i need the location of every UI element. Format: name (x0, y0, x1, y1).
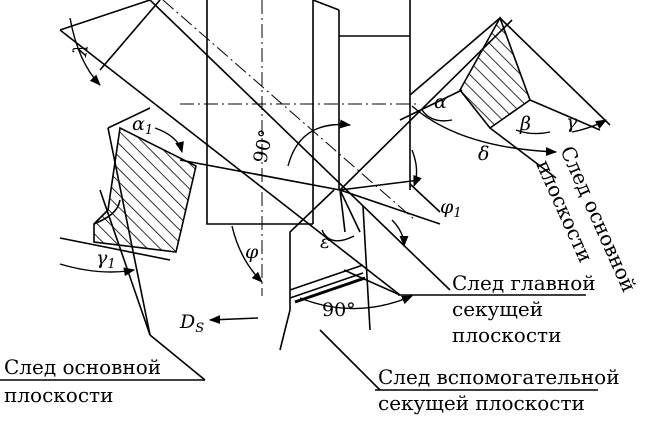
main-plane-lines (59, 0, 513, 296)
lambda-label: λ (69, 42, 93, 59)
alpha-label: α (434, 91, 447, 113)
angle-90-bottom-label: 90° (322, 299, 356, 321)
delta-arc (411, 105, 558, 157)
beta-arc (515, 129, 551, 135)
delta-label: δ (478, 143, 489, 165)
phi-label: φ (245, 241, 259, 263)
aux-plane-leader (319, 329, 381, 391)
left-section (59, 107, 197, 336)
gamma1-label: γ1 (96, 247, 116, 272)
principal-plane-leader (343, 269, 401, 296)
angle-90-top-label: 90° (249, 128, 278, 166)
epsilon-arc (321, 229, 355, 242)
beta-label: β (519, 113, 531, 135)
principal-plane-label-line1: След главной (452, 271, 596, 295)
epsilon-label: ε (320, 231, 330, 253)
gamma-label: γ (566, 111, 578, 133)
phi1-arc-lower (391, 219, 409, 248)
workpiece (180, 0, 420, 296)
auxiliary-plane-label-line1: След вспомогательной (378, 365, 620, 389)
phi-arc (231, 225, 263, 283)
main-plane-trace-label-line2: плоскости (4, 383, 113, 407)
alpha-arc (421, 109, 453, 122)
right-section (399, 16, 611, 179)
alpha1-label: α1 (132, 113, 153, 138)
phi1-arc (411, 149, 422, 188)
feed-arrow (208, 315, 259, 325)
auxiliary-plane-label-line2: секущей плоскости (378, 391, 585, 415)
tool-holder (279, 0, 411, 351)
feed-label: DS (179, 311, 204, 336)
base-plane-trace-line (149, 334, 206, 381)
alpha1-arc (154, 127, 184, 154)
gamma1-arc (59, 263, 136, 277)
principal-plane-label-line3: плоскости (452, 323, 561, 347)
phi1-label: φ1 (440, 196, 462, 221)
angle-90-top-arc (287, 119, 352, 167)
gamma-arc (571, 119, 607, 133)
lambda-arc (69, 17, 101, 86)
main-plane-trace-label-line1: След основной (4, 355, 161, 379)
angle-90-bottom-arc (299, 295, 414, 310)
principal-plane-label-line2: секущей (452, 297, 543, 321)
